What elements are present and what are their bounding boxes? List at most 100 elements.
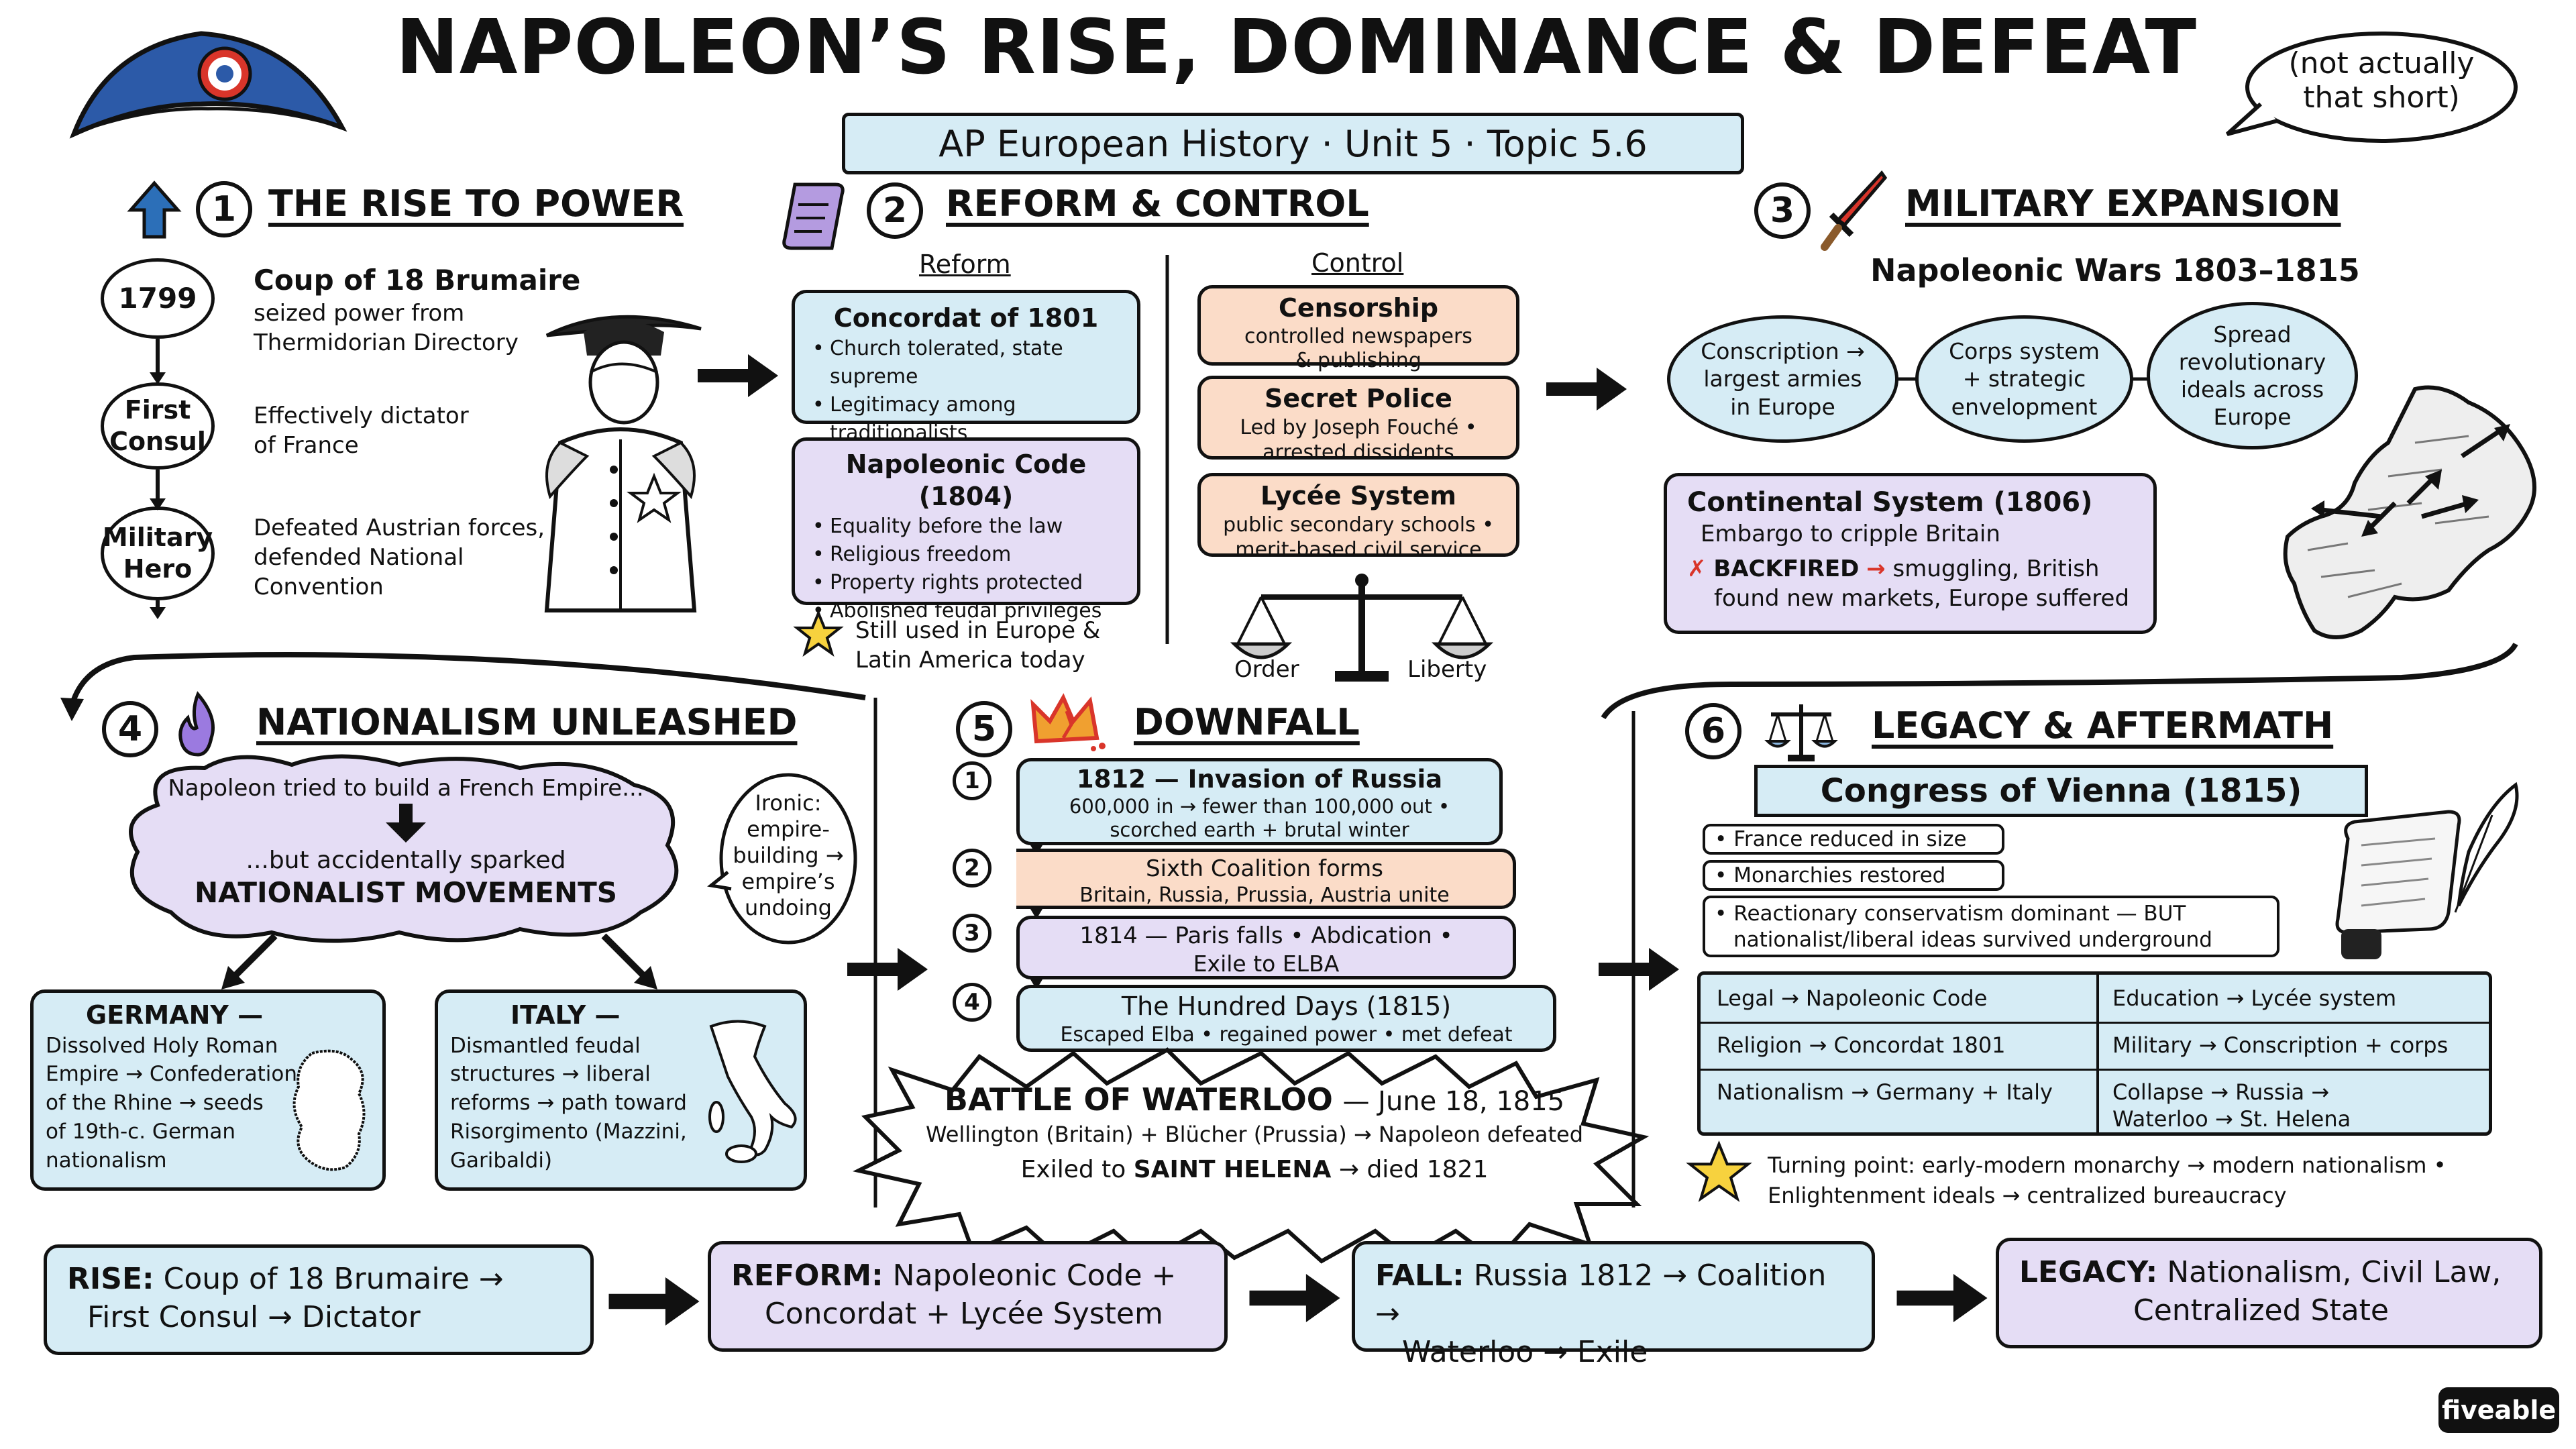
summary-text: Russia 1812 → Coalition →	[1375, 1258, 1827, 1332]
card-line: 600,000 in → fewer than 100,000 out •	[1069, 795, 1450, 818]
rise-step-1: Coup of 18 Brumaire seized power from Th…	[254, 263, 580, 358]
split-arrows	[221, 933, 657, 989]
timeline-node: 1799	[101, 258, 215, 339]
ironic-line: building →	[733, 843, 844, 869]
step-number: 3	[953, 914, 991, 953]
waterloo-exile-text: Exiled to	[1020, 1156, 1134, 1184]
section-heading-reform: REFORM & CONTROL	[946, 182, 1369, 225]
summary-key: LEGACY:	[2019, 1255, 2158, 1289]
summary-text: Napoleonic Code +	[892, 1258, 1177, 1293]
oval-line: Conscription →	[1701, 338, 1865, 365]
speech-bubble-icon	[2225, 32, 2518, 143]
rise-step-desc: Defeated Austrian forces,	[254, 515, 545, 541]
arrow-down-icon	[386, 804, 426, 843]
card-line: Risorgimento (Mazzini,	[450, 1119, 687, 1144]
napoleon-portrait-illustration	[544, 315, 702, 612]
backfired-arrow: →	[1866, 555, 1886, 583]
thought-cloud	[129, 754, 679, 943]
section-heading-military: MILITARY EXPANSION	[1905, 182, 2341, 225]
card-line: & publishing	[1295, 348, 1421, 372]
cloud-line-3: NATIONALIST MOVEMENTS	[194, 876, 618, 909]
bullet-item: Religious freedom	[808, 541, 1124, 569]
saint-helena-label: SAINT HELENA	[1133, 1156, 1332, 1184]
card-line: public secondary schools •	[1223, 513, 1494, 537]
card-title: Censorship	[1278, 293, 1439, 323]
rise-step-desc: defended National	[254, 544, 464, 572]
arrow-right-icon	[698, 354, 778, 397]
card-line: of 19th-c. German	[46, 1119, 236, 1144]
card-line: Empire → Confederation	[46, 1062, 298, 1087]
section-heading-downfall: DOWNFALL	[1134, 701, 1360, 743]
card-title: Lycée System	[1260, 481, 1456, 511]
rise-step-desc: Thermidorian Directory	[254, 329, 519, 356]
pill-bullet: •	[1715, 827, 1727, 851]
reaction-text: nationalist/liberal ideas survived under…	[1733, 927, 2212, 952]
censorship-card: Censorship controlled newspapers & publi…	[1197, 285, 1519, 372]
section-heading-nationalism: NATIONALISM UNLEASHED	[256, 701, 798, 743]
card-title: Continental System (1806)	[1687, 487, 2093, 518]
card-line: Britain, Russia, Prussia, Austria unite	[1079, 883, 1450, 907]
card-title: GERMANY —	[86, 1000, 264, 1030]
scales-of-justice-icon	[1764, 704, 1838, 761]
arrow-right-icon	[1599, 948, 1679, 991]
bullet-item: Equality before the law	[808, 513, 1124, 541]
backfired-text: smuggling, British	[1892, 555, 2100, 583]
germany-map-illustration	[292, 1049, 366, 1171]
still-used-note: Still used in Europe & Latin America tod…	[855, 616, 1100, 675]
column-divider	[1165, 255, 1169, 644]
table-cell: Collapse → Russia →	[2112, 1079, 2330, 1105]
subtitle-banner: AP European History · Unit 5 · Topic 5.6	[842, 113, 1744, 174]
hundred-days-card: The Hundred Days (1815) Escaped Elba • r…	[1016, 985, 1556, 1052]
card-title: Secret Police	[1265, 384, 1452, 413]
sixth-coalition-card: Sixth Coalition forms Britain, Russia, P…	[1016, 849, 1516, 909]
cloud-line-2: ...but accidentally sparked	[246, 847, 566, 874]
note-line: Latin America today	[855, 647, 1085, 674]
arrow-right-icon	[608, 1277, 700, 1326]
rise-step-desc: Convention	[254, 574, 384, 601]
concordat-card: Concordat of 1801 Church tolerated, stat…	[792, 290, 1140, 445]
star-icon	[1686, 1140, 1752, 1202]
lycee-card: Lycée System public secondary schools • …	[1197, 473, 1519, 561]
curved-connector	[60, 652, 866, 721]
pill-text: France reduced in size	[1733, 827, 1967, 851]
table-cell: Religion → Concordat 1801	[1717, 1032, 2006, 1058]
ironic-line: empire-	[747, 816, 830, 843]
europe-map-illustration	[2283, 385, 2536, 639]
russia-invasion-card: 1812 — Invasion of Russia 600,000 in → f…	[1016, 758, 1503, 845]
card-line: found new markets, Europe suffered	[1714, 585, 2130, 612]
scale-label-order: Order	[1234, 656, 1299, 683]
flame-icon	[178, 691, 215, 757]
quill-scroll-icon	[2335, 782, 2519, 959]
page-title: NAPOLEON’S RISE, DOMINANCE & DEFEAT	[396, 4, 2198, 91]
card-line: controlled newspapers	[1244, 324, 1472, 348]
brand-text: fiveable	[2441, 1395, 2557, 1425]
summary-rise-card: RISE: Coup of 18 Brumaire → First Consul…	[44, 1244, 594, 1355]
card-title: 1812 — Invasion of Russia	[1076, 765, 1443, 794]
summary-text: First Consul → Dictator	[87, 1300, 421, 1335]
summary-fall-card: FALL: Russia 1812 → Coalition → Waterloo…	[1352, 1241, 1875, 1369]
timeline-node-label: Military	[102, 522, 213, 552]
section-number: 4	[102, 701, 158, 757]
continental-system-card: Continental System (1806) Embargo to cri…	[1664, 473, 2157, 634]
summary-reform-card: REFORM: Napoleonic Code + Concordat + Ly…	[708, 1241, 1228, 1352]
legacy-pill: •France reduced in size	[1703, 824, 2004, 855]
waterloo-line: Exiled to SAINT HELENA → died 1821	[899, 1152, 1610, 1188]
vertical-divider	[1631, 711, 1635, 1208]
legacy-table: Legal → Napoleonic Code Education → Lycé…	[1697, 971, 2492, 1136]
rise-step-desc: Effectively dictator	[254, 402, 469, 429]
subtitle-text: AP European History · Unit 5 · Topic 5.6	[938, 122, 1648, 165]
waterloo-burst	[853, 1047, 1650, 1265]
card-line: Exile to ELBA	[1193, 950, 1340, 977]
oval-line: in Europe	[1730, 393, 1835, 420]
rise-step-desc: of France	[254, 432, 359, 460]
table-divider	[2096, 975, 2099, 1132]
bullet-item: Property rights protected	[808, 569, 1124, 597]
card-title: 1814 — Paris falls • Abdication •	[1079, 922, 1453, 949]
spread-ideals-oval: Spread revolutionary ideals across Europ…	[2147, 302, 2358, 449]
summary-text: Waterloo → Exile	[1402, 1335, 1648, 1370]
arrow-right-icon	[847, 948, 928, 991]
summary-text: Nationalism, Civil Law,	[2167, 1255, 2502, 1289]
summary-key: FALL:	[1375, 1258, 1464, 1293]
oval-line: ideals across	[2180, 376, 2324, 402]
card-title: Napoleonic Code (1804)	[845, 449, 1087, 511]
